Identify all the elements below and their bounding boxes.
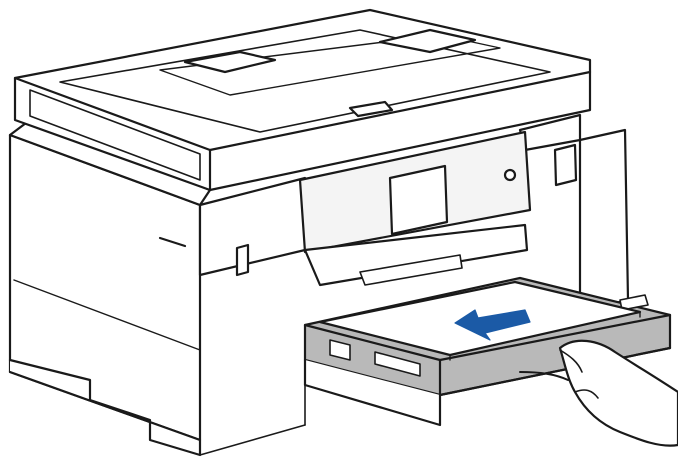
usb-port-icon [235,243,250,277]
output-tray [303,223,529,287]
side-ports [158,143,578,277]
touchscreen [388,164,449,236]
printer-body [8,113,630,457]
scanner-lid [13,8,592,192]
hand-icon [519,339,678,447]
control-panel [298,130,532,254]
push-arrow-icon [454,309,531,341]
power-button-icon [503,168,517,182]
